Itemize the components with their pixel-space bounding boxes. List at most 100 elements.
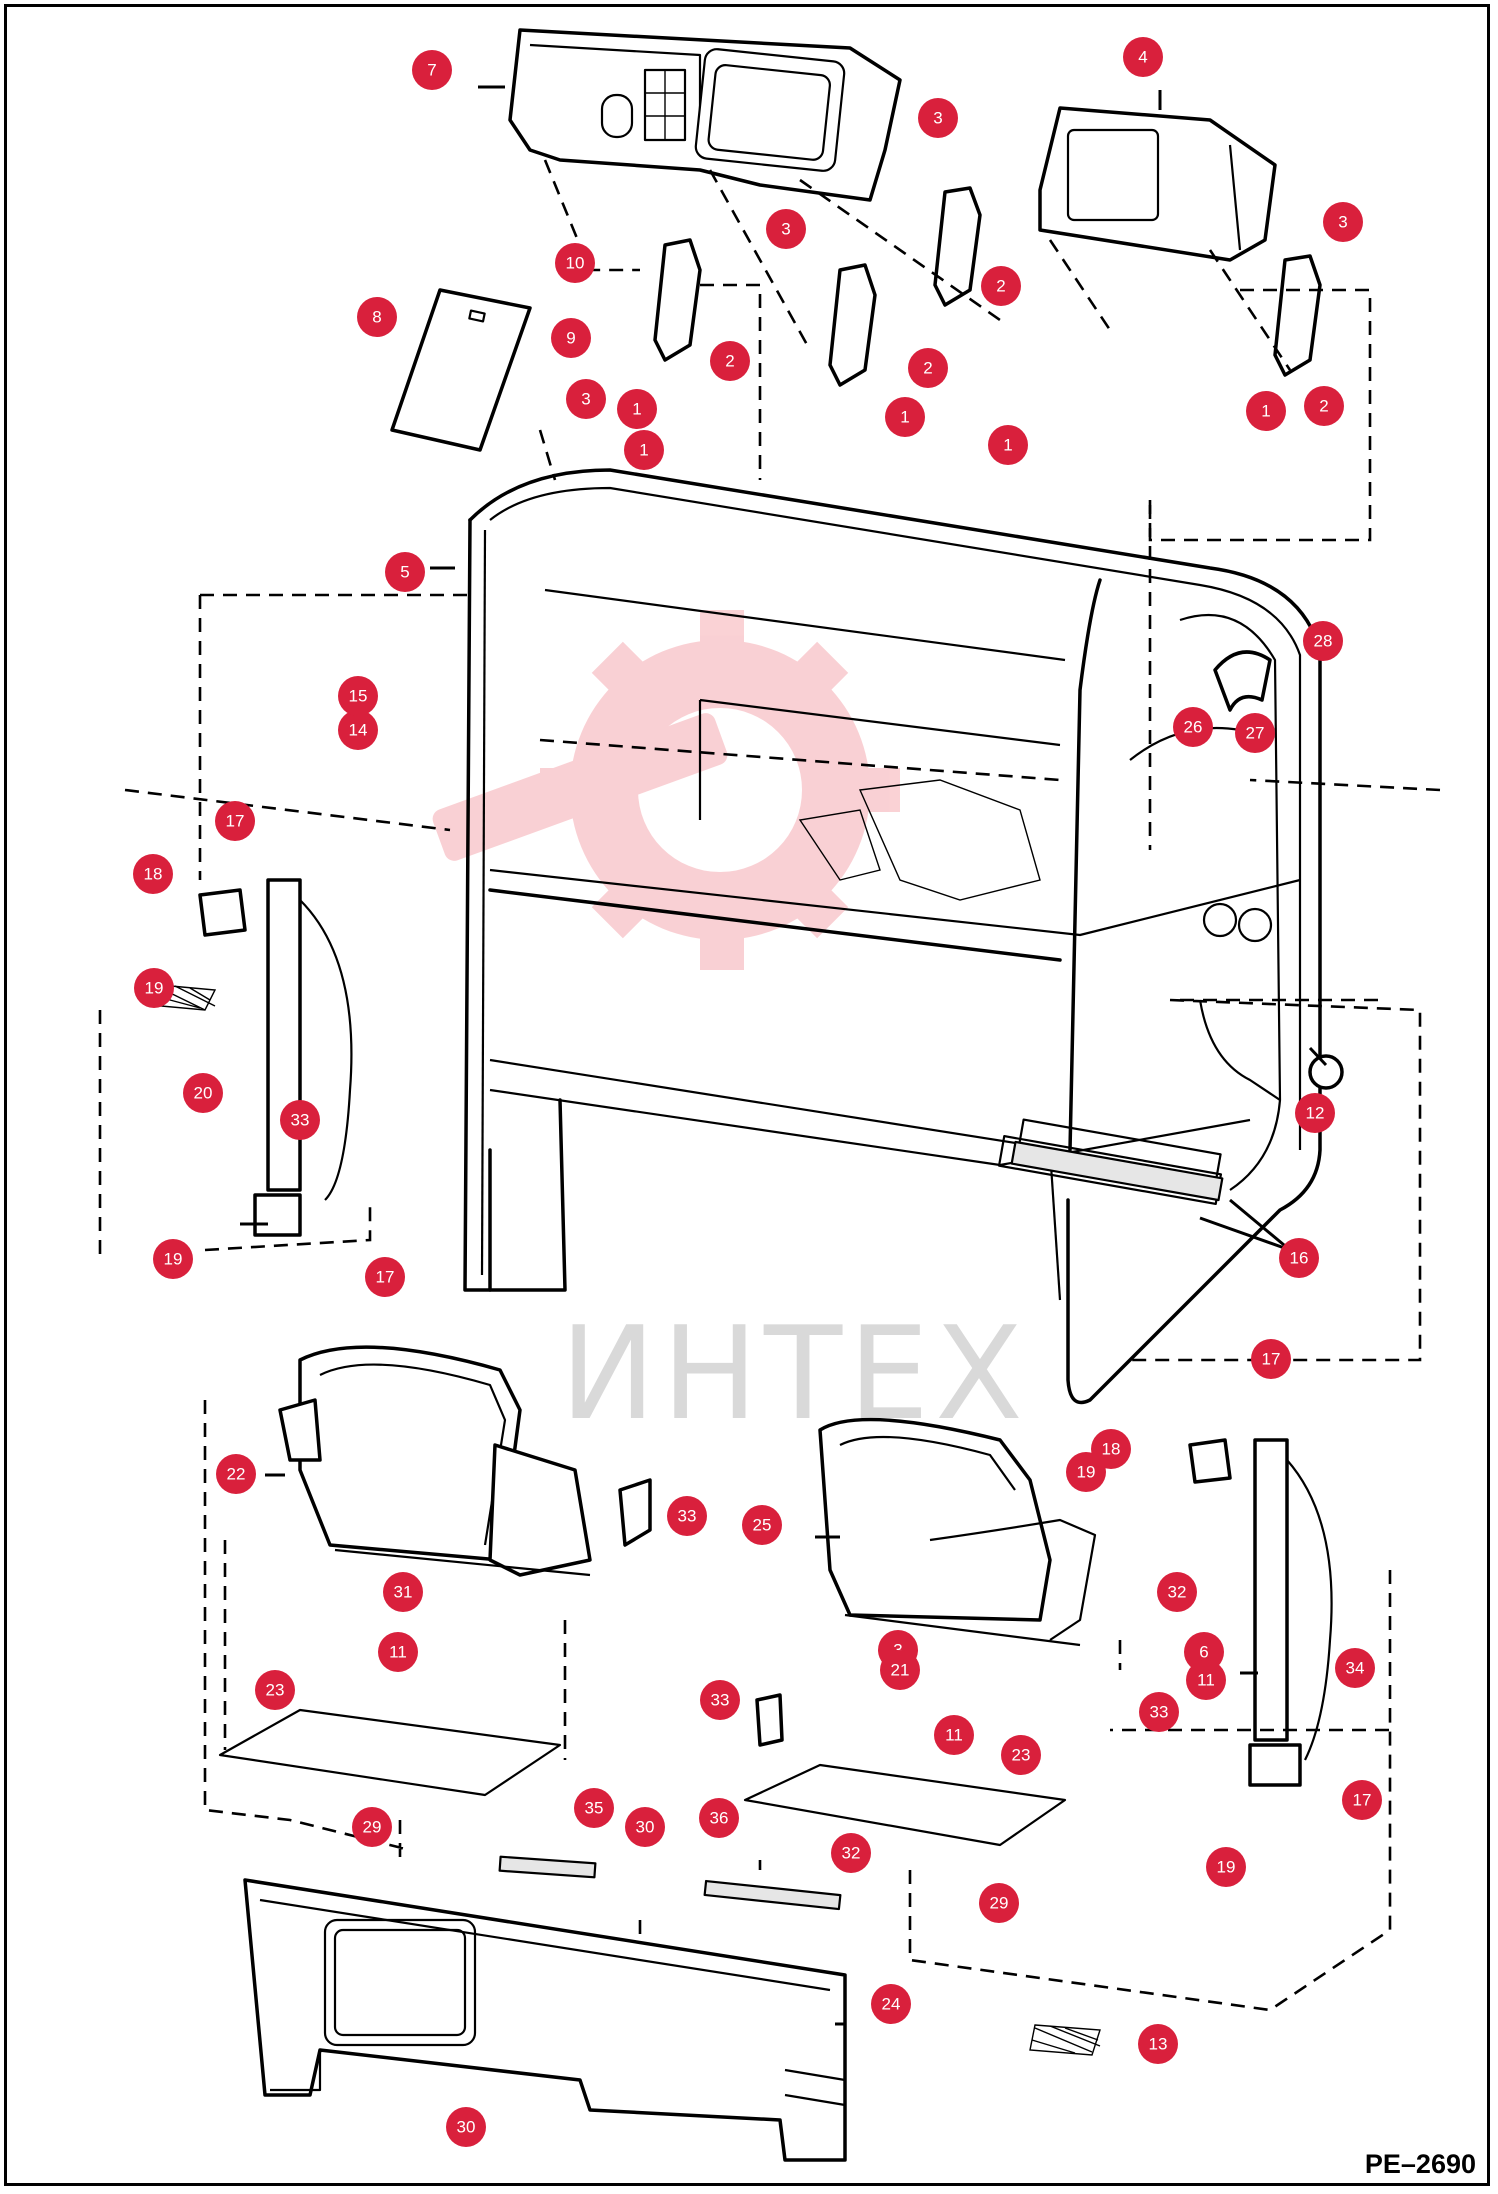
- seat-plate-left-part-23: [218, 1708, 562, 1797]
- callout-label: 2: [725, 352, 734, 371]
- callout-10: 10: [555, 243, 595, 283]
- callout-23: 23: [255, 1670, 295, 1710]
- callout-label: 19: [1077, 1463, 1096, 1482]
- callout-label: 17: [1353, 1791, 1372, 1810]
- callout-1: 1: [885, 397, 925, 437]
- callout-label: 2: [996, 277, 1005, 296]
- callout-9: 9: [551, 318, 591, 358]
- callout-label: 17: [226, 812, 245, 831]
- callout-32: 32: [831, 1833, 871, 1873]
- callout-18: 18: [133, 854, 173, 894]
- callout-32: 32: [1157, 1572, 1197, 1612]
- callout-3: 3: [1323, 202, 1363, 242]
- cab-frame-part-5: [463, 468, 1322, 1405]
- callout-label: 3: [893, 1641, 902, 1660]
- callout-2: 2: [710, 341, 750, 381]
- right-console-part-4: [1038, 106, 1277, 262]
- right-seatbelt-part-6: [1188, 1438, 1333, 1787]
- callout-label: 12: [1306, 1104, 1325, 1123]
- cover-plate-part-8: [390, 288, 532, 452]
- callout-label: 33: [678, 1507, 697, 1526]
- left-seatbelt-part-20: [148, 878, 353, 1237]
- callout-label: 29: [363, 1818, 382, 1837]
- callout-25: 25: [742, 1505, 782, 1545]
- callout-20: 20: [183, 1073, 223, 1113]
- callout-label: 8: [372, 308, 381, 327]
- callout-label: 18: [144, 865, 163, 884]
- mount-lines-cab: [124, 500, 1441, 1362]
- callout-label: 3: [1338, 213, 1347, 232]
- callout-label: 3: [933, 109, 942, 128]
- callout-19: 19: [153, 1239, 193, 1279]
- dash-panel-part-7: [508, 28, 902, 202]
- callout-label: 18: [1102, 1440, 1121, 1459]
- drawing-frame: [4, 4, 1490, 2186]
- callout-1: 1: [624, 430, 664, 470]
- callout-27: 27: [1235, 713, 1275, 753]
- callout-label: 23: [1012, 1746, 1031, 1765]
- callout-label: 1: [1003, 436, 1012, 455]
- bracket-part-3-c: [933, 186, 982, 307]
- callout-label: 14: [349, 721, 368, 740]
- callout-label: 11: [1197, 1671, 1215, 1690]
- callout-label: 9: [566, 329, 575, 348]
- callout-26: 26: [1173, 707, 1213, 747]
- callout-label: 36: [710, 1809, 729, 1828]
- bracket-part-3-b: [828, 263, 877, 387]
- callout-label: 1: [632, 400, 641, 419]
- callout-label: 3: [781, 220, 790, 239]
- callout-12: 12: [1295, 1093, 1335, 1133]
- callout-1: 1: [617, 389, 657, 429]
- callout-13: 13: [1138, 2024, 1178, 2064]
- callout-label: 10: [566, 254, 585, 273]
- callout-label: 33: [1150, 1703, 1169, 1722]
- callout-28: 28: [1303, 621, 1343, 661]
- callout-31: 31: [383, 1572, 423, 1612]
- callout-2: 2: [908, 348, 948, 388]
- bracket-part-3-a: [653, 238, 702, 362]
- rail-part-35: [498, 1855, 597, 1879]
- callout-17: 17: [1342, 1780, 1382, 1820]
- callout-label: 13: [1149, 2035, 1168, 2054]
- callout-2: 2: [1304, 386, 1344, 426]
- callout-label: 19: [1217, 1858, 1236, 1877]
- callout-label: 20: [194, 1084, 213, 1103]
- callout-label: 31: [394, 1583, 413, 1602]
- callout-label: 7: [427, 61, 436, 80]
- callout-11: 11: [378, 1632, 418, 1672]
- clamp-part-26-27: [1213, 650, 1272, 712]
- callout-label: 30: [636, 1818, 655, 1837]
- callout-33: 33: [667, 1496, 707, 1536]
- callout-label: 24: [882, 1995, 901, 2014]
- callout-label: 3: [581, 390, 590, 409]
- bracket-part-3-d: [1273, 254, 1322, 377]
- callout-19: 19: [1066, 1452, 1106, 1492]
- callout-label: 21: [891, 1661, 910, 1680]
- callout-1: 1: [988, 425, 1028, 465]
- mount-lines-lower: [98, 1010, 1392, 2012]
- callout-label: 34: [1346, 1659, 1365, 1678]
- callout-17: 17: [1251, 1339, 1291, 1379]
- callout-1: 1: [1246, 391, 1286, 431]
- callout-label: 35: [585, 1799, 604, 1818]
- callout-11: 11: [1186, 1660, 1226, 1700]
- callout-label: 17: [376, 1268, 395, 1287]
- step-plate-part-16: [1010, 1140, 1224, 1202]
- rail-part-36: [703, 1879, 842, 1911]
- callout-label: 6: [1199, 1643, 1208, 1662]
- callout-3: 3: [918, 98, 958, 138]
- callout-33: 33: [1139, 1692, 1179, 1732]
- callout-29: 29: [979, 1883, 1019, 1923]
- callout-label: 11: [389, 1643, 407, 1662]
- callout-14: 14: [338, 710, 378, 750]
- right-seat-part-25: [818, 1417, 1097, 1647]
- callout-36: 36: [699, 1798, 739, 1838]
- callout-8: 8: [357, 297, 397, 337]
- callout-label: 17: [1262, 1350, 1281, 1369]
- callout-15: 15: [338, 676, 378, 716]
- callout-label: 11: [945, 1726, 963, 1745]
- callout-label: 33: [291, 1111, 310, 1130]
- callout-17: 17: [365, 1257, 405, 1297]
- seat-plate-right-part-23: [743, 1763, 1067, 1847]
